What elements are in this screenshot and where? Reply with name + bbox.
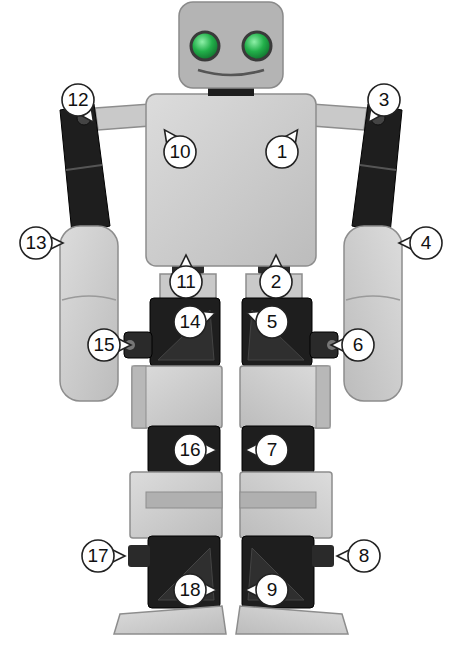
head: [179, 2, 283, 88]
callout-number: 5: [252, 310, 292, 334]
callout-marker: [245, 574, 288, 606]
callout-number: 2: [256, 270, 296, 294]
callout-number: 7: [252, 438, 292, 462]
callout-marker: [337, 540, 380, 572]
callout-number: 1: [262, 140, 302, 164]
callout-number: 4: [406, 231, 446, 255]
callout-number: 13: [16, 231, 56, 255]
left-eye: [191, 32, 219, 60]
callout-marker: [245, 434, 288, 466]
callout-number: 12: [58, 88, 98, 112]
callout-number: 6: [338, 333, 378, 357]
callout-number: 17: [78, 544, 118, 568]
mouth: [198, 70, 264, 75]
callout-number: 14: [170, 310, 210, 334]
callout-number: 9: [252, 578, 292, 602]
callout-number: 16: [170, 438, 210, 462]
callout-number: 10: [160, 140, 200, 164]
callout-number: 18: [170, 578, 210, 602]
callout-number: 11: [166, 270, 206, 294]
right-eye: [243, 32, 271, 60]
callout-marker: [399, 227, 442, 259]
callout-number: 8: [344, 544, 384, 568]
callout-number: 3: [364, 88, 404, 112]
torso: [146, 94, 316, 266]
callout-marker: [331, 329, 374, 361]
callout-number: 15: [84, 333, 124, 357]
